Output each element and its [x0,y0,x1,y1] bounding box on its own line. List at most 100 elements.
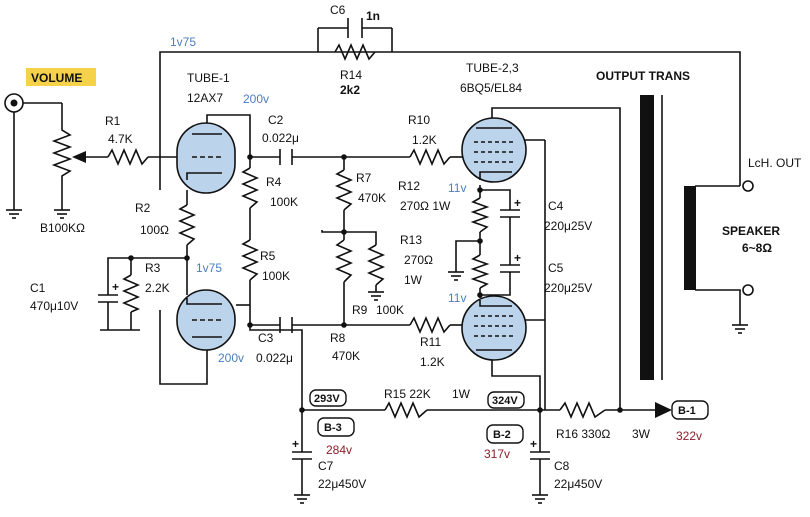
c4-value: 220μ25V [544,219,592,233]
r12-value: 270Ω 1W [400,199,451,213]
svg-text:+: + [112,280,119,294]
r11-value: 1.2K [420,355,445,369]
resistor-r9 [366,244,386,286]
r10-label: R10 [408,113,430,127]
resistor-r15 [384,400,428,420]
tag-324v: 324V [487,391,525,409]
r5-label: R5 [260,249,276,263]
c2-value: 0.022μ [262,131,299,145]
annot-1v75-mid: 1v75 [196,261,222,275]
input-jack [4,93,24,113]
svg-text:B-2: B-2 [493,429,511,441]
r5-value: 100K [262,269,290,283]
c5-label: C5 [548,261,564,275]
annot-1v75-top: 1v75 [170,35,196,49]
c1-value: 470μ10V [30,299,78,313]
junction-dots [128,154,623,413]
r9-label: R9 [352,303,368,317]
r3-label: R3 [145,261,161,275]
r9-value: 100K [376,303,404,317]
ground-symbols [6,209,748,504]
r16-label: R16 330Ω [556,427,610,441]
r15-wattage: 1W [452,387,471,401]
annot-11v-top: 11v [448,181,466,195]
resistor-r10 [409,147,451,167]
svg-text:324V: 324V [492,395,518,407]
output-terminals [742,180,754,296]
resistor-r14 [317,18,393,62]
speaker-impedance: 6~8Ω [742,241,772,255]
svg-text:+: + [514,196,521,210]
tag-b3: B-3 [317,417,355,437]
annot-11v-bot: 11v [448,291,466,305]
svg-text:B-1: B-1 [678,405,696,417]
tube23-type: 6BQ5/EL84 [460,81,522,95]
svg-text:293V: 293V [314,393,340,405]
r8-label: R8 [330,331,346,345]
r7-value: 470K [358,191,386,205]
r14-value: 2k2 [340,83,360,97]
capacitor-c1: + [98,280,119,318]
resistor-r11 [409,315,451,335]
c3-label: C3 [258,331,274,345]
tube1-name: TUBE-1 [187,71,230,85]
r2-value: 100Ω [140,223,169,237]
r3-value: 2.2K [145,281,170,295]
resistor-r16 [559,400,606,420]
lch-out-label: LcH. OUT [748,156,802,170]
r1-label: R1 [105,114,121,128]
r11-label: R11 [420,335,441,349]
resistor-r7 [334,169,354,211]
c5-value: 220μ25V [544,281,592,295]
tag-b2: B-2 [486,424,524,444]
r10-value: 1.2K [412,133,437,147]
r2-label: R2 [135,201,151,215]
r8-value: 470K [332,349,360,363]
c4-label: C4 [548,199,564,213]
c6-value: 1n [366,9,380,23]
tube-3-lower [461,295,527,361]
r13-wattage: 1W [404,273,423,287]
c1-label: C1 [30,281,46,295]
resistor-r3 [121,274,141,313]
annot-200v-bot: 200v [218,351,244,365]
b1-arrow [655,402,672,418]
annot-317v: 317v [484,447,510,461]
capacitor-c4: + [500,196,521,232]
c7-label: C7 [318,459,334,473]
output-trans-label: OUTPUT TRANS [596,69,690,83]
resistor-r13 [470,254,490,289]
capacitor-c7: + [292,437,312,470]
c2-label: C2 [268,113,284,127]
resistor-r4 [240,167,260,209]
volume-label: VOLUME [31,71,82,85]
tag-b1: B-1 [671,400,709,420]
tube-1-upper [176,122,236,194]
output-transformer [640,95,696,380]
volume-tag: VOLUME [26,68,96,86]
tube-1-lower [176,289,236,351]
svg-text:+: + [514,251,521,265]
c7-value: 22μ450V [318,477,366,491]
svg-text:+: + [530,437,537,451]
resistor-r1 [107,147,149,167]
svg-text:B-3: B-3 [324,422,342,434]
r7-label: R7 [356,171,372,185]
r13-label: R13 [400,233,422,247]
c3-value: 0.022μ [256,351,293,365]
r1-value: 4.7K [108,132,133,146]
resistor-r12 [470,197,490,233]
c8-value: 22μ450V [554,477,602,491]
tube-2-upper [461,117,527,183]
c6-label: C6 [330,3,346,17]
wires [13,51,741,495]
svg-text:+: + [292,437,299,451]
tube23-name: TUBE-2,3 [466,61,519,75]
capacitor-c8: + [530,437,550,470]
r13-value: 270Ω [404,253,433,267]
capacitor-c3 [279,317,293,333]
capacitor-c2 [279,149,293,165]
r4-label: R4 [266,175,282,189]
